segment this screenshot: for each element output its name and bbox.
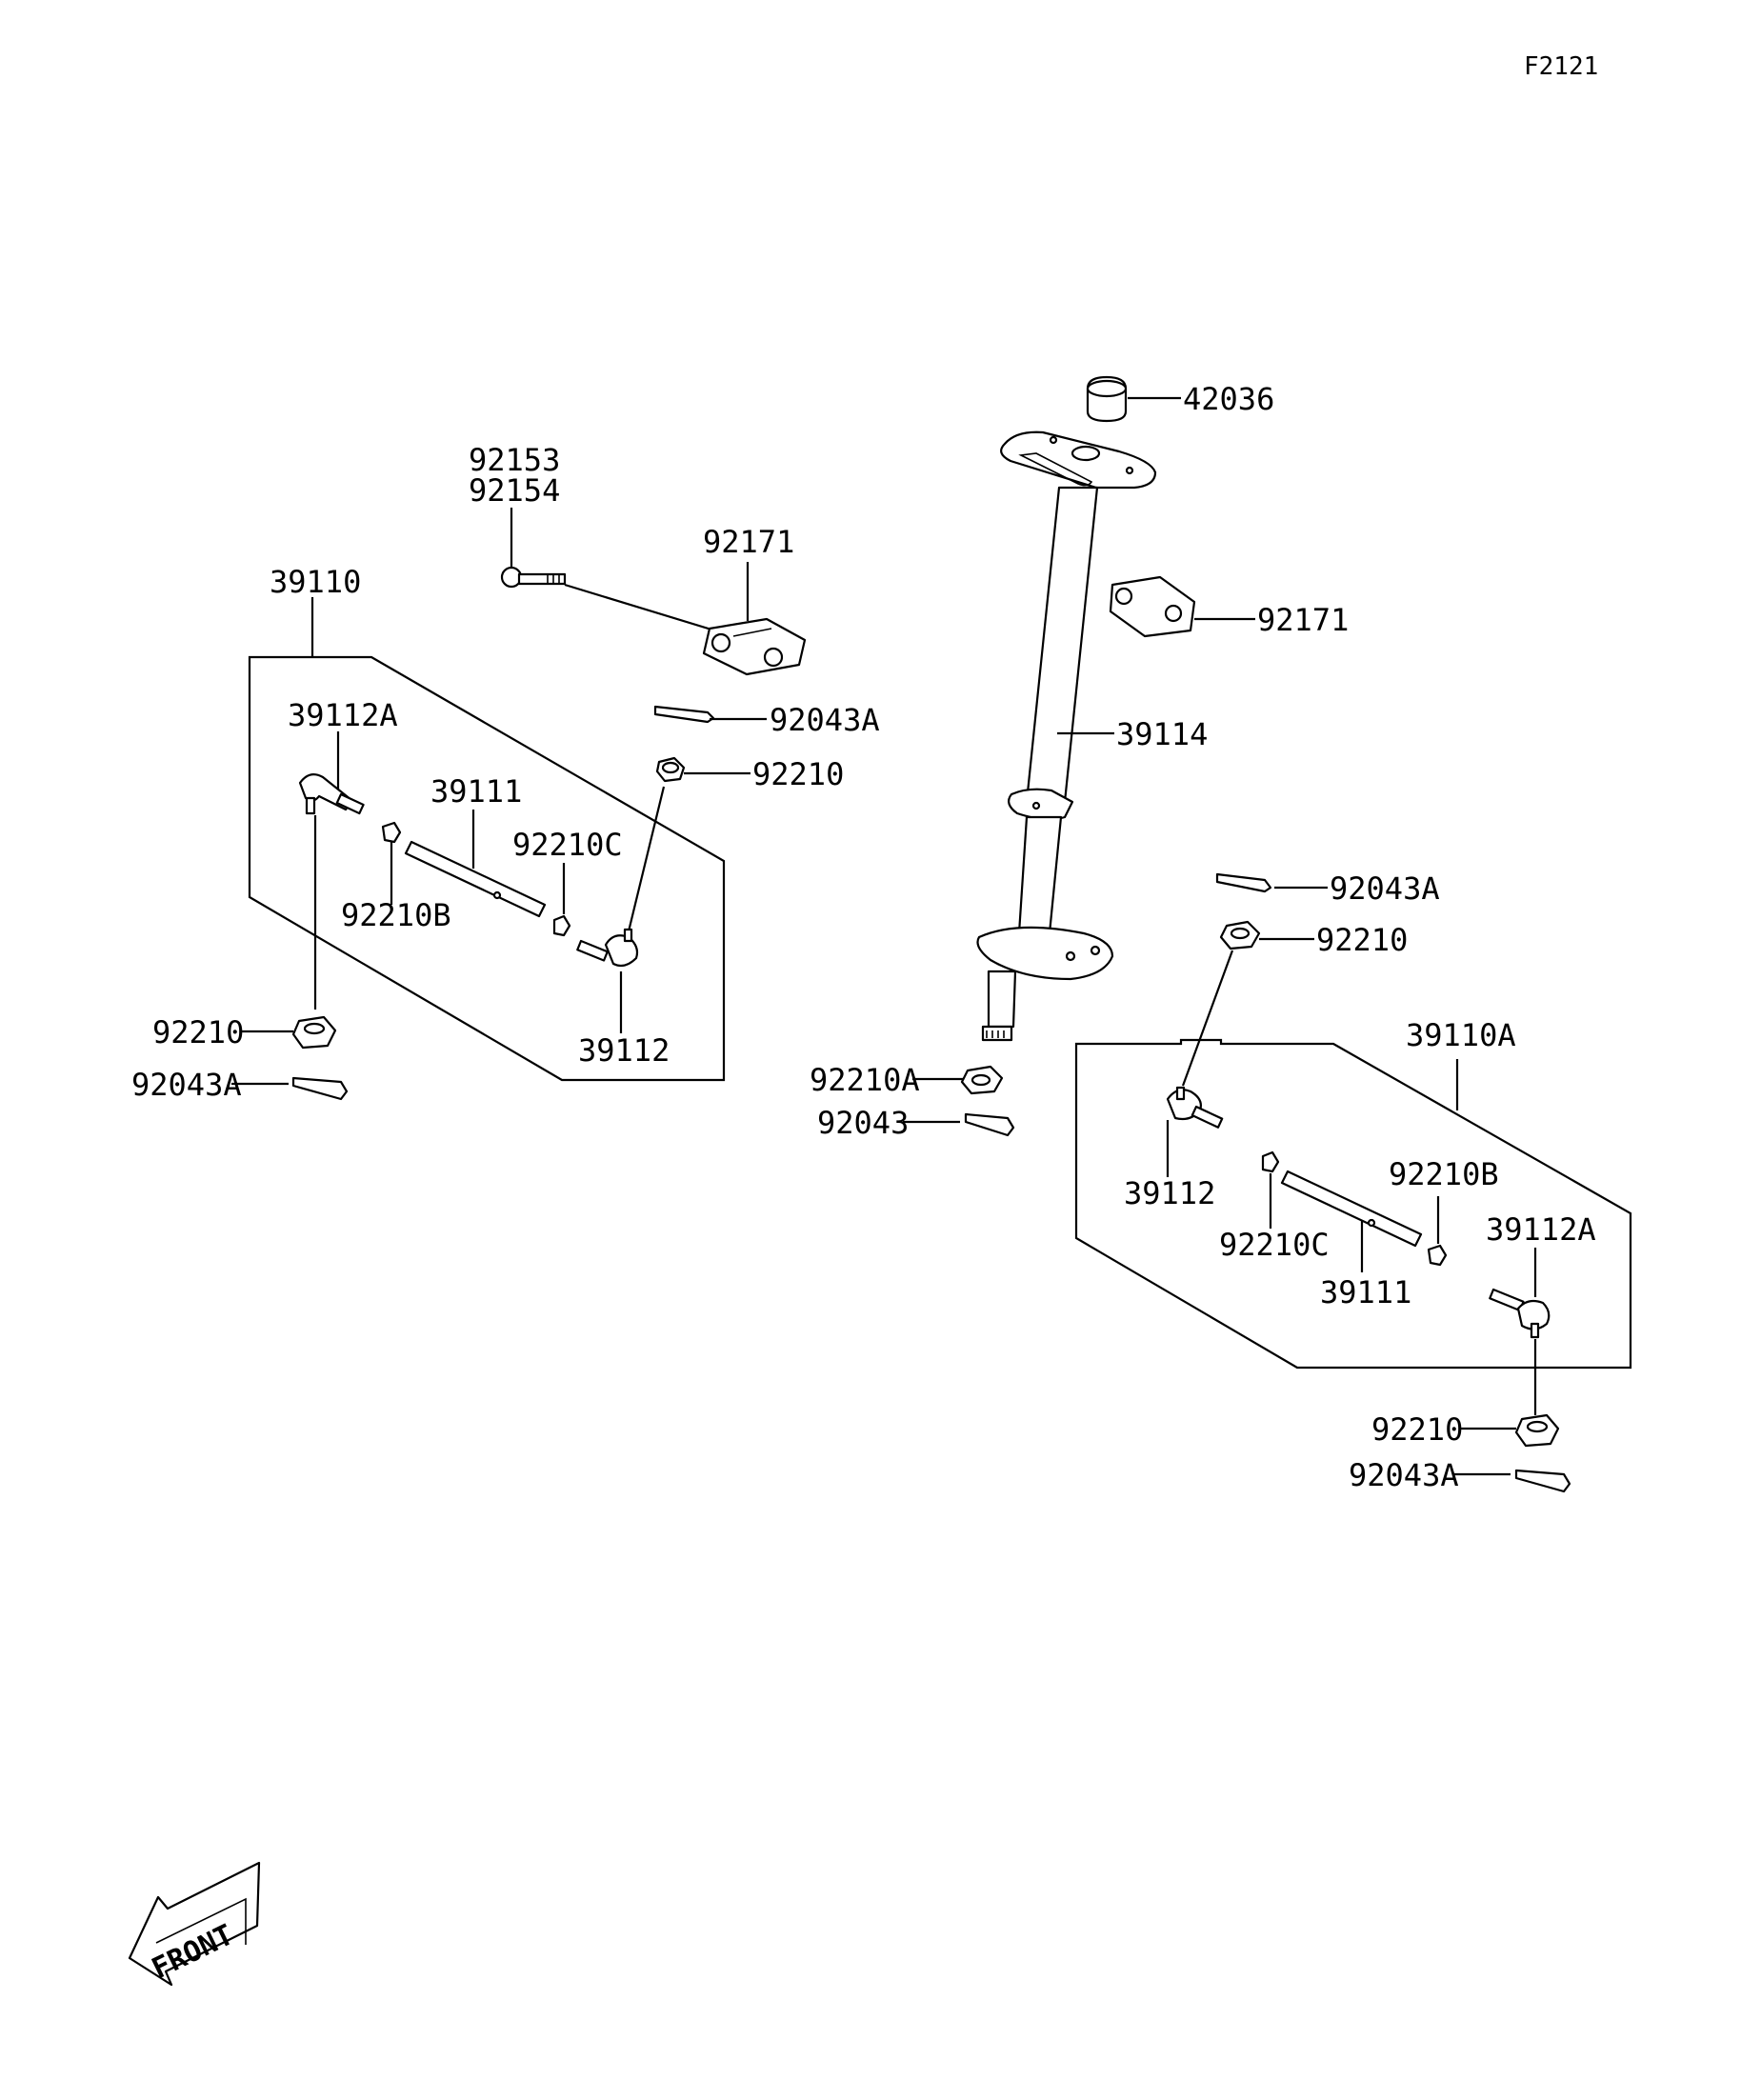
tie-rod-39111-right	[1280, 1170, 1423, 1248]
nut-92210C-left	[552, 914, 571, 937]
tie-rod-end-39112-left	[576, 928, 639, 968]
label-92043: 92043	[817, 1105, 909, 1141]
label-92043A-right-top: 92043A	[1330, 870, 1440, 907]
clamp-92171-right	[1109, 575, 1196, 638]
front-arrow-icon: FRONT	[128, 1861, 261, 1986]
nut-92210A	[960, 1065, 1004, 1095]
label-39111-right: 39111	[1320, 1274, 1411, 1310]
cotter-pin-92043A-right-top	[1215, 872, 1272, 893]
label-39111-left: 39111	[430, 773, 522, 810]
label-92210-right-top: 92210	[1316, 922, 1408, 958]
figure-ref: F2121	[1524, 52, 1598, 81]
nut-92210C-right	[1261, 1150, 1280, 1173]
label-42036: 42036	[1183, 381, 1274, 417]
label-92210A: 92210A	[810, 1062, 920, 1098]
label-92210B-right: 92210B	[1389, 1156, 1499, 1192]
nut-92210B-left	[381, 821, 402, 844]
label-92153: 92153	[469, 442, 560, 478]
nut-92210-left-top	[655, 756, 686, 783]
tie-rod-end-39112A-right	[1489, 1288, 1551, 1339]
steering-top-plate	[1000, 430, 1157, 490]
label-39112-right: 39112	[1124, 1175, 1215, 1211]
label-39110: 39110	[270, 564, 361, 600]
label-92154: 92154	[469, 472, 560, 509]
label-39112A-right: 39112A	[1486, 1211, 1596, 1248]
assembly-box-39110A-outline	[1074, 1038, 1632, 1370]
leader-nut-to-tierod-end-left	[627, 786, 666, 932]
bushing-42036	[1086, 375, 1128, 423]
tie-rod-end-39112A-left	[298, 772, 365, 815]
tie-rod-39111-left	[404, 840, 547, 918]
label-39114: 39114	[1116, 716, 1208, 752]
cotter-pin-92043A-right-bottom	[1514, 1469, 1571, 1493]
cotter-pin-92043A-left-bottom	[291, 1076, 349, 1101]
label-92171-right: 92171	[1257, 602, 1349, 638]
label-39112-left: 39112	[578, 1032, 670, 1069]
nut-92210-right-top	[1219, 920, 1261, 950]
nut-92210B-right	[1427, 1244, 1448, 1267]
label-92043A-right-bottom: 92043A	[1349, 1457, 1459, 1493]
leader-bolt-to-clamp	[564, 583, 734, 638]
label-92171-top: 92171	[703, 524, 794, 560]
nut-92210-left-bottom	[291, 1015, 337, 1050]
leader-nut-to-tierod-end-right	[1181, 950, 1234, 1087]
label-92210-right-bottom: 92210	[1371, 1411, 1463, 1448]
label-92210C-left: 92210C	[512, 827, 623, 863]
label-39112A-left: 39112A	[288, 697, 398, 733]
label-39110A: 39110A	[1406, 1017, 1516, 1053]
assembly-box-39110	[248, 655, 726, 1082]
cotter-pin-92043A-left-top	[653, 705, 715, 724]
steering-shaft-39114	[976, 486, 1114, 1042]
cotter-pin-92043	[964, 1112, 1015, 1137]
label-92210B-left: 92210B	[341, 897, 451, 933]
label-92043A-left-bottom: 92043A	[131, 1067, 242, 1103]
label-92043A-left-top: 92043A	[770, 702, 880, 738]
nut-92210-right-bottom	[1514, 1413, 1560, 1448]
label-92210C-right: 92210C	[1219, 1227, 1330, 1263]
clamp-92171-top	[702, 617, 807, 676]
label-92210-left-bottom: 92210	[152, 1014, 244, 1050]
tie-rod-end-39112-right	[1166, 1086, 1224, 1129]
label-92210-left-top: 92210	[752, 756, 844, 792]
bolt-92153	[500, 566, 567, 589]
